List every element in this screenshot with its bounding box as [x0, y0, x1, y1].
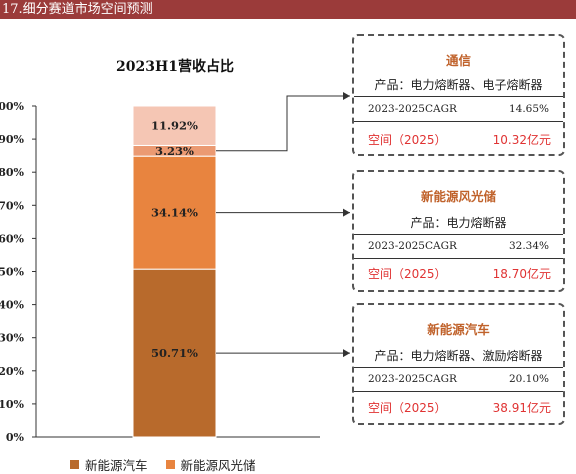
y-tick-label: 100% — [0, 100, 25, 113]
panel-wind-solar-storage: 新能源风光储 产品：电力熔断器 2023-2025CAGR 32.34% 空间（… — [352, 170, 565, 292]
legend-item-vehicle: 新能源汽车 — [70, 455, 148, 474]
panel-divider — [354, 367, 563, 368]
space-value: 18.70亿元 — [492, 267, 551, 281]
y-tick-label: 10% — [0, 398, 25, 411]
panel-divider — [354, 96, 563, 97]
bar-segments — [132, 105, 217, 438]
bar-segment — [132, 105, 217, 146]
panel-divider — [354, 258, 563, 259]
space-value: 10.32亿元 — [492, 133, 551, 147]
bar-segment — [132, 155, 217, 270]
panel-product: 产品：电力熔断器 — [410, 216, 507, 230]
cagr-label: 2023-2025CAGR — [368, 373, 457, 385]
cagr-label: 2023-2025CAGR — [368, 103, 457, 115]
data-label: 3.23% — [155, 144, 194, 158]
cagr-value: 20.10% — [508, 373, 549, 385]
connector-arrowhead — [343, 349, 350, 358]
chart-legend: 新能源汽车 新能源风光储 — [70, 455, 256, 474]
panel-new-energy-vehicle: 新能源汽车 产品：电力熔断器、激励熔断器 2023-2025CAGR 20.10… — [352, 303, 565, 425]
legend-swatch — [165, 460, 175, 469]
cagr-label: 2023-2025CAGR — [368, 240, 457, 252]
panel-divider — [354, 234, 563, 235]
panel-product: 产品：电力熔断器、激励熔断器 — [374, 349, 543, 363]
panel-cagr-row: 2023-2025CAGR 20.10% — [368, 373, 549, 385]
y-tick-label: 50% — [0, 266, 25, 279]
legend-label: 新能源风光储 — [180, 458, 256, 473]
y-tick-label: 30% — [0, 332, 25, 345]
y-tick-label: 90% — [0, 133, 25, 146]
chart-title: 2023H1营收占比 — [116, 58, 234, 75]
y-ticks: 0% 10% 20% 30% 40% 50% 60% 70% 80% 90% 100% — [0, 100, 36, 444]
cagr-value: 32.34% — [508, 240, 549, 252]
header-title: 17.细分赛道市场空间预测 — [0, 0, 576, 19]
y-tick-label: 80% — [0, 166, 25, 179]
panel-space-row: 空间（2025） 10.32亿元 — [368, 131, 551, 148]
space-label: 空间（2025） — [368, 133, 447, 147]
y-tick-label: 60% — [0, 232, 25, 245]
y-tick-label: 70% — [0, 199, 25, 212]
panel-space-row: 空间（2025） 38.91亿元 — [368, 399, 551, 416]
connector-arrowhead — [343, 208, 350, 217]
panel-divider — [354, 391, 563, 392]
panel-cagr-row: 2023-2025CAGR 32.34% — [368, 240, 549, 252]
y-tick-label: 40% — [0, 299, 25, 312]
data-label: 50.71% — [151, 346, 198, 360]
data-label: 11.92% — [151, 119, 198, 133]
panel-space-row: 空间（2025） 18.70亿元 — [368, 265, 551, 282]
cagr-value: 14.65% — [508, 103, 549, 115]
legend-item-wind-solar-storage: 新能源风光储 — [165, 455, 256, 474]
panel-divider — [354, 121, 563, 122]
space-value: 38.91亿元 — [492, 401, 551, 415]
legend-label: 新能源汽车 — [85, 458, 148, 473]
connector-line — [216, 95, 350, 152]
panel-title: 通信 — [445, 53, 471, 68]
space-label: 空间（2025） — [368, 267, 447, 281]
bar-segment — [132, 268, 217, 438]
panel-title: 新能源风光储 — [420, 189, 496, 204]
y-tick-label: 20% — [0, 365, 25, 378]
y-tick-label: 0% — [6, 431, 25, 444]
legend-swatch — [70, 460, 79, 469]
data-label: 34.14% — [151, 206, 198, 220]
space-label: 空间（2025） — [368, 401, 447, 415]
panel-cagr-row: 2023-2025CAGR 14.65% — [368, 103, 549, 115]
connector-arrowhead — [343, 92, 350, 100]
data-labels: 50.71% 34.14% 3.23% 11.92% — [151, 119, 198, 360]
panel-telecom: 通信 产品：电力熔断器、电子熔断器 2023-2025CAGR 14.65% 空… — [352, 34, 565, 156]
connector-lines — [216, 92, 350, 358]
panel-product: 产品：电力熔断器、电子熔断器 — [374, 78, 543, 92]
panel-title: 新能源汽车 — [427, 322, 490, 337]
